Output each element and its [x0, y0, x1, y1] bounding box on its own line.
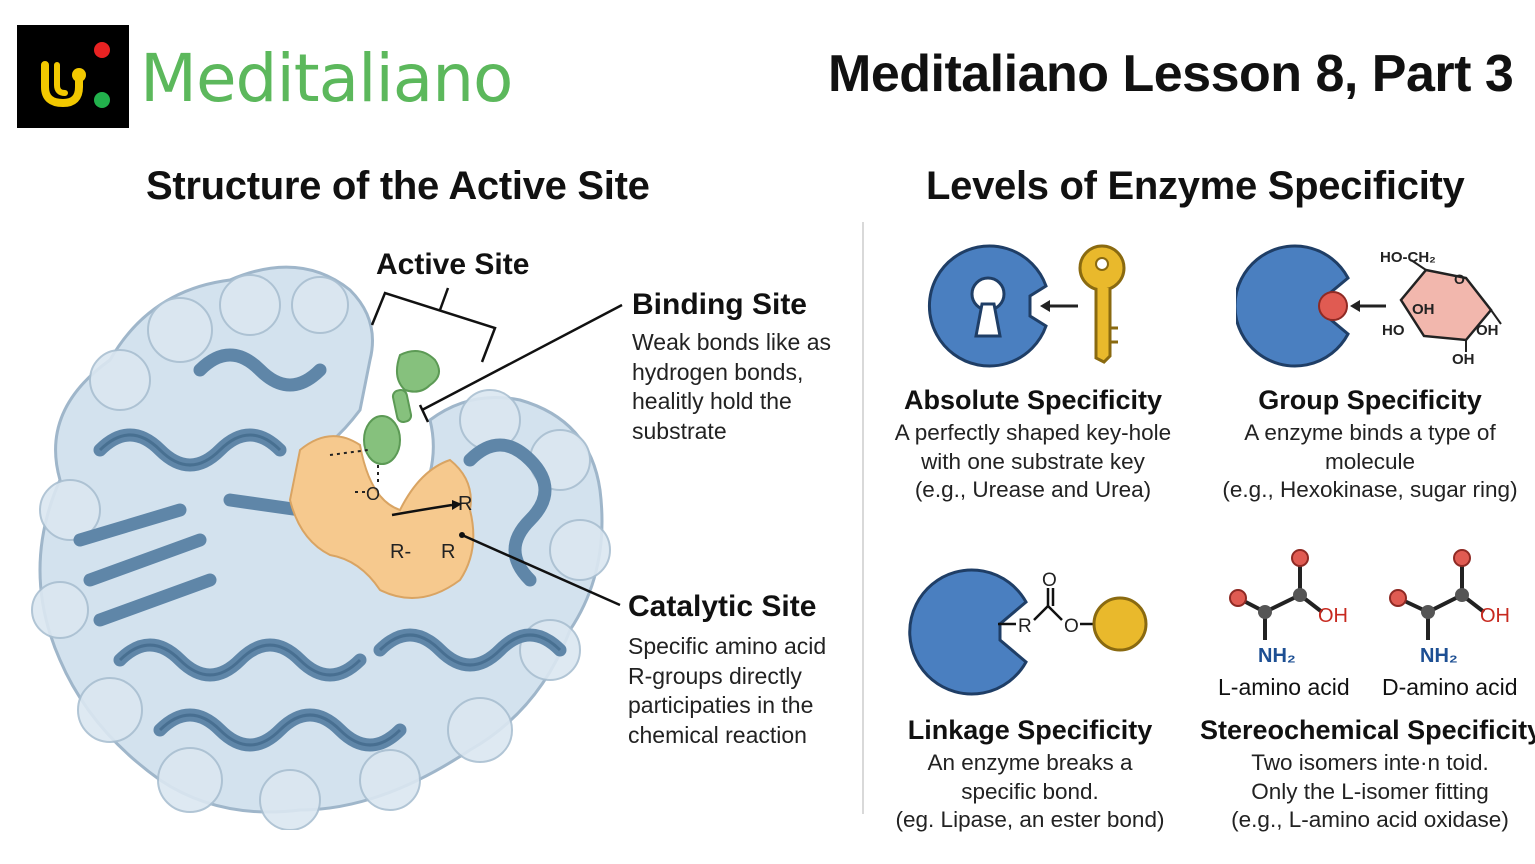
oxygen-label: O	[366, 484, 380, 504]
substrate	[363, 350, 440, 465]
brand-name: Meditaliano	[140, 40, 513, 117]
protein-diagram: O R R- R	[31, 265, 623, 830]
linkage-label-o-top: O	[1042, 570, 1057, 591]
active-site-pocket	[288, 435, 475, 599]
section-divider	[862, 222, 864, 814]
linkage-label-r: R	[1018, 616, 1032, 637]
active-site-label: Active Site	[376, 248, 530, 281]
d-oh-label: OH	[1480, 605, 1510, 627]
linkage-specificity-title: Linkage Specificity	[907, 715, 1153, 745]
catalytic-leader-line	[461, 533, 621, 607]
catalytic-site-desc: Specific amino acid R-groups directly pa…	[628, 633, 827, 748]
active-site-section-title: Structure of the Active Site	[146, 164, 650, 208]
stereochemical-specificity-icon: OH NH₂ OH NH₂	[1229, 549, 1510, 667]
r-group-label-2: R-	[390, 541, 411, 563]
l-nh2-label: NH₂	[1258, 645, 1296, 667]
d-amino-acid-label: D-amino acid	[1382, 674, 1518, 700]
sugar-label-oh-bottom: OH	[1452, 351, 1475, 368]
linkage-specificity-desc: An enzyme breaks a specific bond. (eg. L…	[895, 750, 1165, 832]
group-specificity-title: Group Specificity	[1258, 385, 1482, 415]
d-amino-acid-molecule: OH NH₂	[1389, 549, 1510, 667]
l-oh-label: OH	[1318, 605, 1348, 627]
l-amino-acid-molecule: OH NH₂	[1229, 549, 1348, 667]
sugar-label-ho-left: HO	[1382, 322, 1405, 339]
absolute-specificity-icon	[928, 244, 1126, 368]
d-nh2-label: NH₂	[1420, 645, 1458, 667]
absolute-specificity-desc: A perfectly shaped key-hole with one sub…	[894, 420, 1172, 502]
logo-icon	[17, 25, 129, 128]
linkage-specificity-icon: R O O	[908, 568, 1148, 696]
r-group-label-3: R	[441, 541, 455, 563]
group-specificity-desc: A enzyme binds a type of molecule (e.g.,…	[1222, 420, 1518, 502]
sugar-label-oh-center: OH	[1412, 301, 1435, 318]
r-group-label-1: R	[458, 493, 472, 515]
binding-leader-line	[421, 303, 623, 412]
linkage-label-o-mid: O	[1064, 616, 1079, 637]
lesson-title: Meditaliano Lesson 8, Part 3	[828, 45, 1514, 103]
sugar-label-top: HO-CH₂	[1380, 249, 1436, 266]
stereochemical-specificity-desc: Two isomers inte·n toid. Only the L-isom…	[1231, 750, 1509, 832]
catalytic-site-title: Catalytic Site	[628, 590, 817, 623]
l-amino-acid-label: L-amino acid	[1218, 674, 1350, 700]
active-site-bracket	[370, 291, 497, 363]
specificity-section-title: Levels of Enzyme Specificity	[926, 164, 1465, 208]
stereochemical-specificity-title: Stereochemical Specificity	[1200, 715, 1535, 745]
group-specificity-icon: HO-CH₂ O OH HO OH OH	[1236, 244, 1502, 368]
binding-site-title: Binding Site	[632, 288, 807, 321]
absolute-specificity-title: Absolute Specificity	[903, 385, 1163, 415]
sugar-label-ring-o: O	[1454, 271, 1465, 287]
sugar-label-oh-right: OH	[1476, 322, 1499, 339]
binding-site-desc: Weak bonds like as hydrogen bonds, heali…	[632, 329, 832, 444]
